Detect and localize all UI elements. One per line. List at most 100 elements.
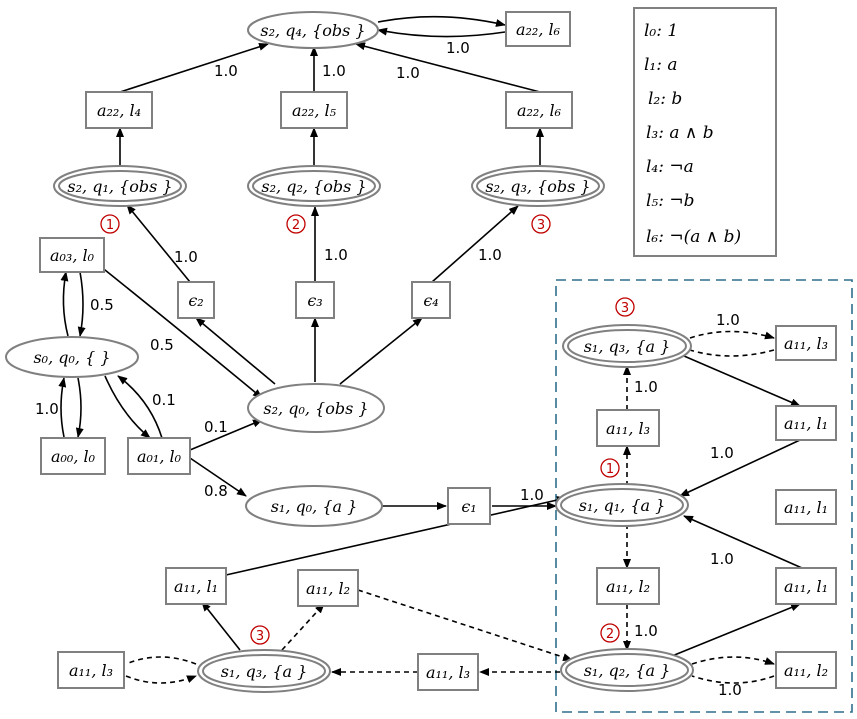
svg-text:a₁₁, l₃: a₁₁, l₃	[606, 419, 650, 438]
svg-text:s₁, q₃, {a }: s₁, q₃, {a }	[584, 337, 671, 356]
node-a11l1-left: a₁₁, l₁	[165, 567, 227, 605]
edge-label-a22l6: 1.0	[396, 64, 420, 82]
svg-text:a₁₁, l₁: a₁₁, l₁	[784, 498, 828, 517]
edge-label-a01-s1: 0.8	[204, 482, 228, 500]
legend-item-l6: l₆: ¬(a ∧ b)	[646, 227, 741, 247]
svg-text:s₁, q₁, {a }: s₁, q₁, {a }	[579, 496, 666, 515]
svg-text:a₂₂, l₅: a₂₂, l₅	[292, 101, 337, 120]
node-a11l3-right-top: a₁₁, l₃	[775, 325, 837, 361]
edge-label-a11l2-s1q2: 1.0	[634, 622, 658, 640]
edge-label-eps1: 1.0	[520, 486, 544, 504]
node-eps1: ϵ₁	[447, 487, 491, 525]
marker-1-left: 1	[100, 214, 120, 234]
legend-box	[633, 7, 777, 257]
svg-text:s₁, q₃, {a }: s₁, q₃, {a }	[221, 662, 308, 681]
legend-item-l2: l₂: b	[648, 89, 682, 109]
edge-label-a03-s2: 0.5	[150, 336, 174, 354]
edge-a11l1mid-to-s1q1	[679, 439, 801, 497]
node-a01l0: a₀₁, l₀	[127, 437, 191, 475]
node-a22l6-top: a₂₂, l₆	[505, 11, 571, 47]
edge-label-s1q2-self: 1.0	[718, 681, 742, 699]
node-a03l0: a₀₃, l₀	[39, 237, 105, 273]
edge-a01l0-to-s2q0	[189, 419, 263, 451]
svg-text:a₂₂, l₆: a₂₂, l₆	[516, 20, 561, 39]
edge-label-eps3: 1.0	[324, 246, 348, 264]
edge-s1q3-self-loop-back	[689, 349, 775, 357]
node-s1q3-left: s₁, q₃, {a }	[197, 649, 331, 693]
edge-a11l1left-to-s1q1	[225, 496, 567, 576]
node-a11l2-right-bottom: a₁₁, l₂	[775, 651, 837, 689]
svg-text:ϵ₂: ϵ₂	[188, 291, 203, 310]
node-s1q3-right: s₁, q₃, {a }	[562, 324, 692, 368]
svg-text:ϵ₁: ϵ₁	[461, 497, 476, 516]
svg-text:s₂, q₃, {obs }: s₂, q₃, {obs }	[485, 177, 590, 196]
svg-text:a₂₂, l₄: a₂₂, l₄	[97, 101, 141, 120]
node-s2q3: s₂, q₃, {obs }	[471, 165, 605, 207]
node-eps3: ϵ₃	[295, 281, 335, 319]
svg-text:2: 2	[292, 218, 300, 233]
svg-text:a₁₁, l₃: a₁₁, l₃	[784, 334, 828, 353]
edges	[58, 15, 803, 684]
node-s2q1: s₂, q₁, {obs }	[53, 165, 187, 207]
edge-label-a11l1low-s1q1: 1.0	[710, 550, 734, 568]
edge-s1q3left-to-a11l1	[201, 601, 241, 651]
edge-s1q2-to-a11l1low	[671, 603, 801, 657]
svg-text:3: 3	[537, 218, 545, 233]
edge-a01l0-to-s0q0	[117, 375, 163, 439]
edge-a01l0-to-s1q0	[189, 457, 247, 497]
marker-2-right: 2	[600, 623, 620, 643]
legend-item-l5: l₅: ¬b	[646, 191, 695, 211]
svg-text:s₁, q₂, {a }: s₁, q₂, {a }	[584, 661, 671, 680]
node-s1q2: s₁, q₂, {a }	[560, 648, 694, 692]
edge-s2q0-to-eps4	[339, 317, 423, 385]
node-eps4: ϵ₄	[411, 281, 451, 319]
edge-a03l0-to-s0q0	[77, 271, 86, 337]
edge-s0q0-to-a01l0	[104, 375, 151, 439]
node-a11l2-right: a₁₁, l₂	[596, 567, 660, 605]
node-a11l3-right-mid: a₁₁, l₃	[596, 409, 660, 447]
edge-s1q2-self-loop	[691, 656, 775, 665]
svg-text:a₁₁, l₁: a₁₁, l₁	[784, 577, 828, 596]
edge-s0q0-to-a03l0	[60, 271, 69, 337]
node-a11l1-right-low: a₁₁, l₁	[775, 567, 837, 605]
edge-s2q4-to-a22l6	[377, 15, 506, 27]
node-s2q2: s₂, q₂, {obs }	[247, 165, 381, 207]
svg-text:s₂, q₂, {obs }: s₂, q₂, {obs }	[261, 177, 366, 196]
svg-text:a₁₁, l₂: a₁₁, l₂	[784, 661, 828, 680]
edge-label-a01-s0: 0.1	[152, 391, 176, 409]
edge-label-a11l3-s1q3: 1.0	[634, 378, 658, 396]
node-s1q1: s₁, q₁, {a }	[555, 483, 689, 527]
marker-3-bottom: 3	[250, 625, 270, 645]
node-a11l3-mid-bottom: a₁₁, l₃	[417, 653, 479, 691]
nodes: s₂, q₄, {obs } a₂₂, l₆ a₂₂, l₄ a₂₂, l₅ a…	[5, 11, 837, 693]
svg-text:s₂, q₀, {obs }: s₂, q₀, {obs }	[263, 399, 368, 418]
marker-2-mid: 2	[286, 214, 306, 234]
node-a22l4: a₂₂, l₄	[85, 91, 153, 129]
svg-text:1: 1	[106, 218, 114, 233]
svg-text:a₁₁, l₂: a₁₁, l₂	[606, 577, 650, 596]
node-a00l0: a₀₀, l₀	[40, 437, 106, 475]
edge-s1q2-self-loop-back	[691, 675, 775, 684]
edge-s0q0-to-a00l0	[75, 377, 84, 438]
edge-labels: 1.0 1.0 1.0 1.0 1.0 1.0 1.0 0.5 0.5 1.0 …	[35, 39, 742, 699]
node-a22l6-mid: a₂₂, l₆	[505, 91, 573, 129]
svg-text:2: 2	[606, 627, 614, 642]
node-s2q0: s₂, q₀, {obs }	[247, 383, 385, 433]
edge-a11l1low-to-s1q1	[683, 515, 803, 569]
svg-text:ϵ₄: ϵ₄	[423, 291, 438, 310]
edge-a00l0-to-s0q0	[58, 377, 67, 438]
legend-item-l4: l₄: ¬a	[646, 157, 694, 177]
edge-label-a00: 1.0	[35, 400, 59, 418]
node-a22l5: a₂₂, l₅	[280, 91, 348, 129]
edge-label-eps4: 1.0	[478, 246, 502, 264]
node-a11l1-isolated: a₁₁, l₁	[775, 489, 837, 525]
edge-a03l0-to-s2q0	[99, 265, 263, 399]
svg-text:a₂₂, l₆: a₂₂, l₆	[517, 101, 562, 120]
marker-3-top: 3	[531, 214, 551, 234]
node-a11l2-left: a₁₁, l₂	[297, 569, 359, 607]
edge-s2q0-to-eps2	[195, 317, 276, 385]
edge-s1q3left-self	[125, 656, 197, 665]
node-a11l3-left: a₁₁, l₃	[57, 651, 125, 689]
edge-label-a22l4: 1.0	[214, 62, 238, 80]
markers: 1 2 3 3 1 2 3	[100, 214, 635, 645]
